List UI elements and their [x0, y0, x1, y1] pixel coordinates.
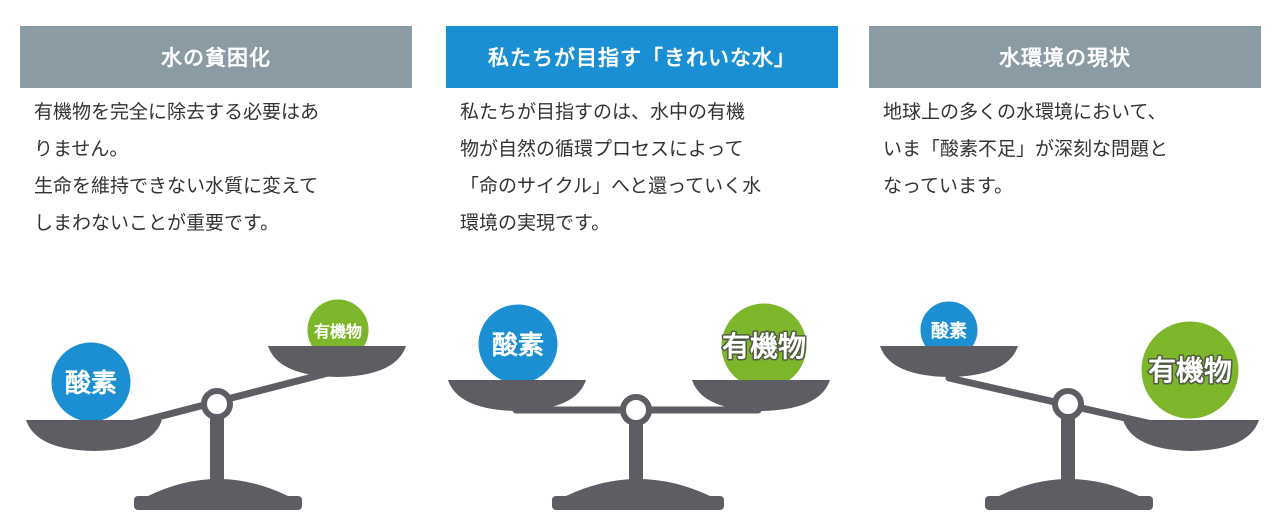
left-pan	[880, 346, 1018, 377]
oxygen-label: 酸素	[492, 331, 544, 361]
description-line: 「命のサイクル」へと還っていく水	[460, 175, 762, 197]
panel-description: 有機物を完全に除去する必要はあ りません。 生命を維持できない水質に変えて しま…	[34, 94, 406, 242]
description-line: 生命を維持できない水質に変えて	[34, 175, 319, 197]
scale-pillar	[1061, 402, 1075, 492]
panel-title: 水環境の現状	[869, 26, 1261, 88]
oxygen-label: 酸素	[931, 320, 967, 342]
right-pan	[268, 346, 406, 377]
description-line: 物が自然の循環プロセスによって	[460, 138, 744, 160]
description-line: 私たちが目指すのは、水中の有機	[460, 101, 746, 123]
right-pan	[692, 380, 830, 411]
scale-pivot	[620, 394, 652, 426]
scale-base	[985, 496, 1153, 510]
description-line: りません。	[34, 138, 129, 160]
left-pan	[26, 420, 162, 451]
balance-scale-tilted-left: 酸素 有機物	[26, 296, 406, 510]
description-line: 有機物を完全に除去する必要はあ	[34, 101, 320, 123]
scale-base	[552, 496, 724, 510]
panel-title: 私たちが目指す「きれいな水」	[446, 26, 838, 88]
panel-current-water-environment: 水環境の現状 地球上の多くの水環境において、 いま「酸素不足」が深刻な問題と な…	[869, 26, 1261, 530]
scale-pillar	[210, 402, 224, 492]
panel-title: 水の貧困化	[20, 26, 412, 88]
panel-target-clean-water: 私たちが目指す「きれいな水」 私たちが目指すのは、水中の有機 物が自然の循環プロ…	[446, 26, 838, 530]
panel-description: 地球上の多くの水環境において、 いま「酸素不足」が深刻な問題と なっています。	[883, 94, 1255, 205]
balance-scale-tilted-right: 酸素 有機物	[880, 298, 1259, 510]
description-line: 地球上の多くの水環境において、	[883, 101, 1167, 123]
organic-matter-label: 有機物	[722, 330, 806, 363]
left-pan	[448, 380, 586, 411]
right-pan	[1123, 420, 1259, 451]
description-line: 環境の実現です。	[460, 212, 611, 234]
panel-water-impoverishment: 水の貧困化 有機物を完全に除去する必要はあ りません。 生命を維持できない水質に…	[20, 26, 412, 530]
description-line: いま「酸素不足」が深刻な問題と	[883, 138, 1169, 160]
description-line: しまわないことが重要です。	[34, 212, 280, 234]
scale-pillar	[629, 410, 643, 492]
oxygen-label: 酸素	[65, 369, 117, 399]
organic-matter-label: 有機物	[314, 322, 362, 341]
scale-pivot	[201, 388, 233, 420]
scale-base	[134, 496, 302, 510]
description-line: なっています。	[883, 175, 1014, 197]
balance-scale-balanced: 酸素 有機物	[448, 300, 830, 510]
scale-pivot	[1052, 388, 1084, 420]
panel-description: 私たちが目指すのは、水中の有機 物が自然の循環プロセスによって 「命のサイクル」…	[460, 94, 832, 242]
organic-matter-label: 有機物	[1148, 354, 1232, 387]
